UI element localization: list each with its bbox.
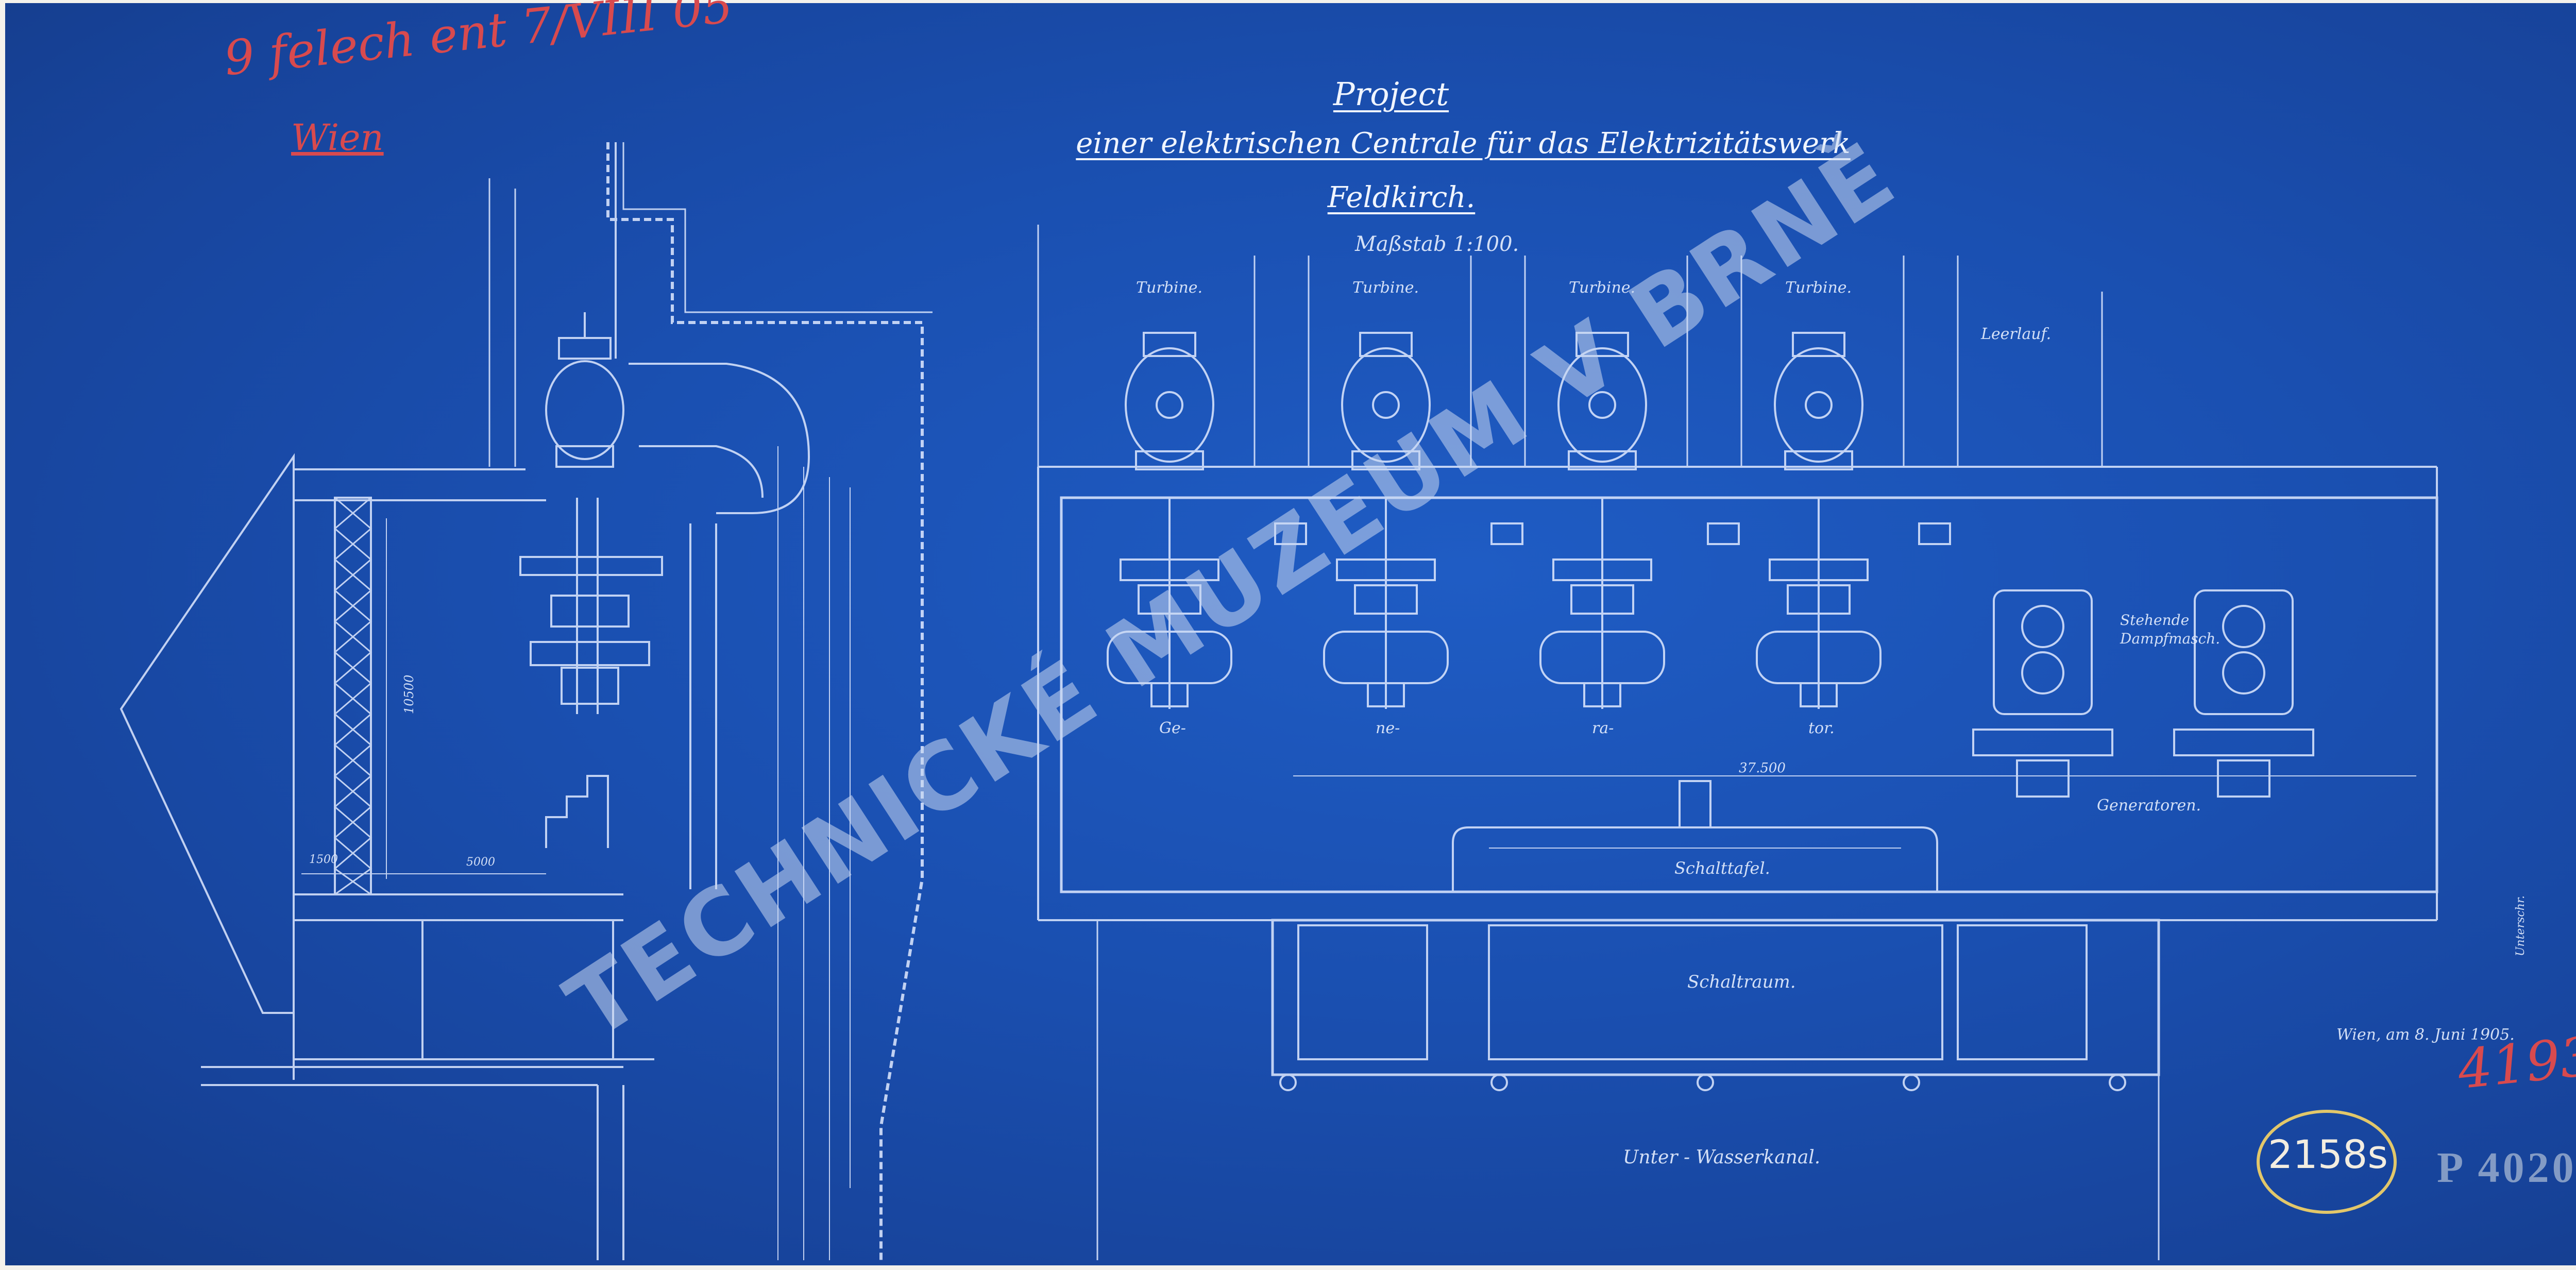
red-note-2: Wien [291,116,384,159]
date-line: Wien, am 8. Juni 1905. [2336,1026,2515,1044]
turbine-label-2: Turbine. [1352,279,1419,297]
tailrace-label: Unter - Wasserkanal. [1623,1147,1821,1168]
steam-engine-1 [1972,589,2113,798]
turbine-4 [1774,332,1863,470]
steam-engines-label: Stehende Dampfmasch. [2120,612,2221,647]
turbine-label-3: Turbine. [1569,279,1636,297]
museum-stamp-number: 2158s [2268,1131,2388,1177]
museum-stamp-ellipse [2257,1110,2397,1214]
switchboard-label: Schalttafel. [1674,858,1770,878]
generator-1 [1107,498,1232,709]
generator-4 [1756,498,1882,709]
title-line-3: Feldkirch. [1327,181,1476,214]
turbine-label-4: Turbine. [1785,279,1852,297]
plan-view [1037,225,2438,1260]
generator-2 [1323,498,1449,709]
generator-mark-4: tor. [1808,719,1835,737]
reserve-label: Leerlauf. [1981,325,2052,343]
dimension-b: 5000 [466,856,495,869]
inventory-number: P 4020 [2437,1144,2576,1192]
title-line-2: einer elektrischen Centrale für das Elek… [1076,127,1851,160]
generator-3 [1539,498,1665,709]
steam-engine-2 [2173,589,2314,798]
generator-mark-2: ne- [1376,719,1400,737]
dimension-a: 1500 [309,853,338,866]
scale-label: Maßstab 1:100. [1355,232,1519,256]
dimension-total: 37.500 [1739,760,1786,776]
dimension-height: 10500 [402,674,416,714]
title-line-1: Project [1333,75,1449,113]
generator-mark-3: ra- [1592,719,1614,737]
turbine-label-1: Turbine. [1136,279,1203,297]
generator-mark-1: Ge- [1159,719,1186,737]
turbine-3 [1557,332,1647,470]
signature: Unterschr. [2514,895,2527,956]
blueprint-sheet: Project einer elektrischen Centrale für … [5,0,2576,1265]
cross-section-view [120,142,933,1260]
blueprint-drawing [120,142,2438,1260]
turbine-2 [1341,332,1431,470]
switchroom-label: Schaltraum. [1687,972,1796,992]
generators-label: Generatoren. [2097,797,2201,815]
turbine-1 [1125,332,1214,470]
